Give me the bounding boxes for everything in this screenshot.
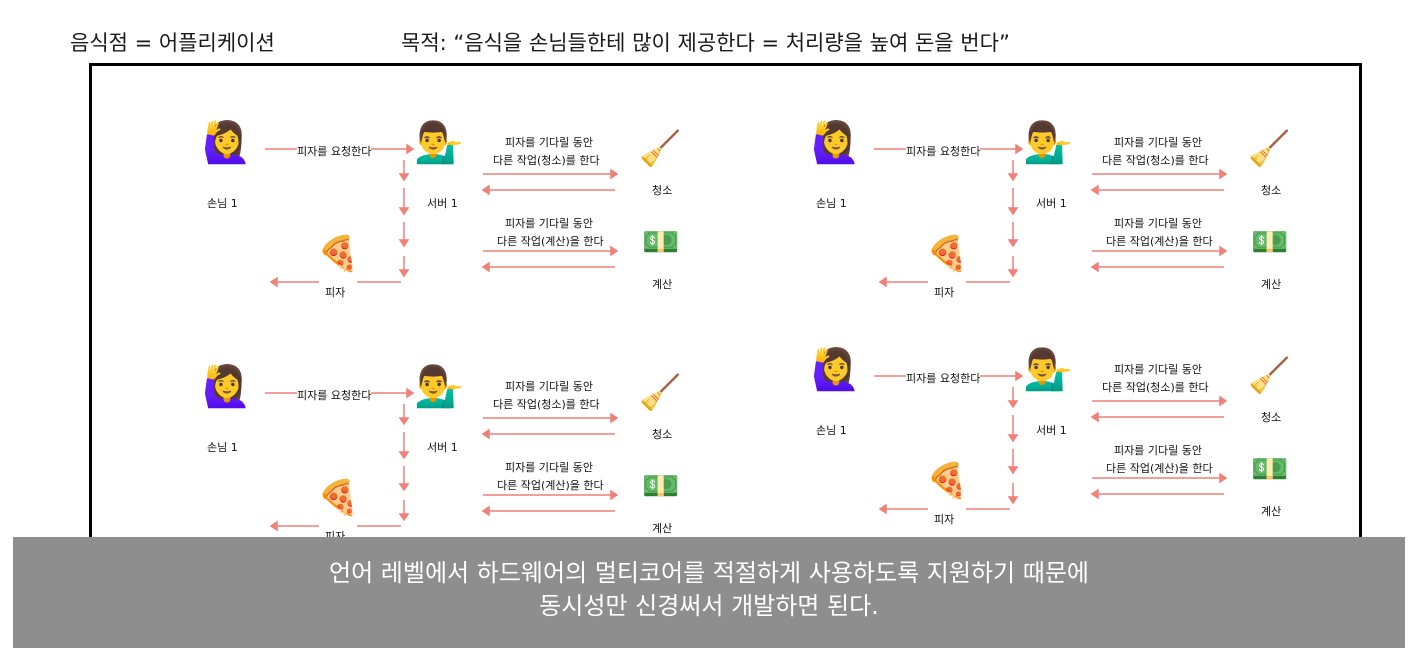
task2-name: 계산: [652, 278, 673, 291]
customer-label: 손님 1: [207, 197, 238, 210]
broom-icon: 🧹: [1248, 129, 1291, 169]
task1-line1: 피자를 기다릴 동안: [1114, 136, 1202, 149]
task2-line2: 다른 작업(계산)을 한다: [1106, 462, 1213, 475]
caption-banner: 언어 레벨에서 하드웨어의 멀티코어를 적절하게 사용하도록 지원하기 때문에 …: [13, 537, 1405, 648]
broom-icon: 🧹: [639, 129, 682, 169]
pizza-icon: 🍕: [926, 234, 969, 274]
panel-top-right: 🙋‍♀️ 손님 1 피자를 요청한다 💁‍♂️ 서버 1 피자를 기다릴 동안 …: [806, 118, 1290, 318]
task2-name: 계산: [652, 522, 673, 535]
pizza-icon: 🍕: [926, 461, 969, 501]
diagram-frame: 🙋‍♀️ 손님 1 피자를 요청한다 💁‍♂️ 서버 1 피자를 기다릴 동안 …: [89, 63, 1362, 606]
customer-label: 손님 1: [207, 441, 238, 454]
broom-icon: 🧹: [1248, 356, 1291, 396]
customer-label: 손님 1: [816, 424, 847, 437]
task2-line1: 피자를 기다릴 동안: [505, 461, 593, 474]
server-label: 서버 1: [427, 441, 458, 454]
header-right-title: 목적: “음식을 손님들한테 많이 제공한다 = 처리량을 높여 돈을 번다”: [401, 31, 1010, 55]
task1-name: 청소: [652, 428, 673, 441]
task1-line1: 피자를 기다릴 동안: [1114, 363, 1202, 376]
server-icon: 💁‍♂️: [414, 364, 464, 410]
money-icon: 💵: [1251, 452, 1289, 487]
customer-label: 손님 1: [816, 197, 847, 210]
broom-icon: 🧹: [639, 373, 682, 413]
caption-line-1: 언어 레벨에서 하드웨어의 멀티코어를 적절하게 사용하도록 지원하기 때문에: [329, 559, 1089, 587]
server-label: 서버 1: [1036, 424, 1067, 437]
server-icon: 💁‍♂️: [414, 120, 464, 166]
customer-icon: 🙋‍♀️: [202, 120, 252, 166]
task2-line2: 다른 작업(계산)을 한다: [497, 235, 604, 248]
money-icon: 💵: [1251, 225, 1289, 260]
task2-line1: 피자를 기다릴 동안: [505, 217, 593, 230]
caption-line-2: 동시성만 신경써서 개발하면 된다.: [539, 592, 879, 620]
pizza-label: 피자: [934, 286, 955, 299]
money-icon: 💵: [642, 469, 680, 504]
task1-line2: 다른 작업(청소)를 한다: [1102, 381, 1209, 394]
customer-icon: 🙋‍♀️: [811, 347, 861, 393]
pizza-label: 피자: [934, 513, 955, 526]
order-label: 피자를 요청한다: [906, 143, 981, 159]
header-left-title: 음식점 = 어플리케이션: [70, 31, 275, 55]
flow-arrows: [874, 143, 1228, 288]
server-icon: 💁‍♂️: [1023, 347, 1073, 393]
task1-line1: 피자를 기다릴 동안: [505, 136, 593, 149]
task2-line2: 다른 작업(계산)을 한다: [1106, 235, 1213, 248]
pizza-icon: 🍕: [317, 478, 360, 518]
server-label: 서버 1: [427, 197, 458, 210]
task1-name: 청소: [652, 184, 673, 197]
server-icon: 💁‍♂️: [1023, 120, 1073, 166]
pizza-icon: 🍕: [317, 234, 360, 274]
server-label: 서버 1: [1036, 197, 1067, 210]
panel-bottom-right: 🙋‍♀️ 손님 1 피자를 요청한다 💁‍♂️ 서버 1 피자를 기다릴 동안 …: [806, 345, 1290, 545]
pizza-label: 피자: [325, 286, 346, 299]
task1-line2: 다른 작업(청소)를 한다: [493, 398, 600, 411]
money-icon: 💵: [642, 225, 680, 260]
customer-icon: 🙋‍♀️: [202, 364, 252, 410]
order-label: 피자를 요청한다: [906, 370, 981, 386]
task2-name: 계산: [1261, 278, 1282, 291]
task2-line1: 피자를 기다릴 동안: [1114, 217, 1202, 230]
task1-name: 청소: [1261, 411, 1282, 424]
task1-line2: 다른 작업(청소)를 한다: [1102, 154, 1209, 167]
task2-line1: 피자를 기다릴 동안: [1114, 444, 1202, 457]
flow-arrows: [265, 143, 619, 288]
task1-name: 청소: [1261, 184, 1282, 197]
panel-bottom-left: 🙋‍♀️ 손님 1 피자를 요청한다 💁‍♂️ 서버 1 피자를 기다릴 동안 …: [197, 362, 681, 562]
order-label: 피자를 요청한다: [297, 387, 372, 403]
task1-line2: 다른 작업(청소)를 한다: [493, 154, 600, 167]
task2-line2: 다른 작업(계산)을 한다: [497, 479, 604, 492]
customer-icon: 🙋‍♀️: [811, 120, 861, 166]
order-label: 피자를 요청한다: [297, 143, 372, 159]
flow-arrows: [265, 387, 619, 532]
panel-top-left: 🙋‍♀️ 손님 1 피자를 요청한다 💁‍♂️ 서버 1 피자를 기다릴 동안 …: [197, 118, 681, 318]
task2-name: 계산: [1261, 505, 1282, 518]
task1-line1: 피자를 기다릴 동안: [505, 380, 593, 393]
